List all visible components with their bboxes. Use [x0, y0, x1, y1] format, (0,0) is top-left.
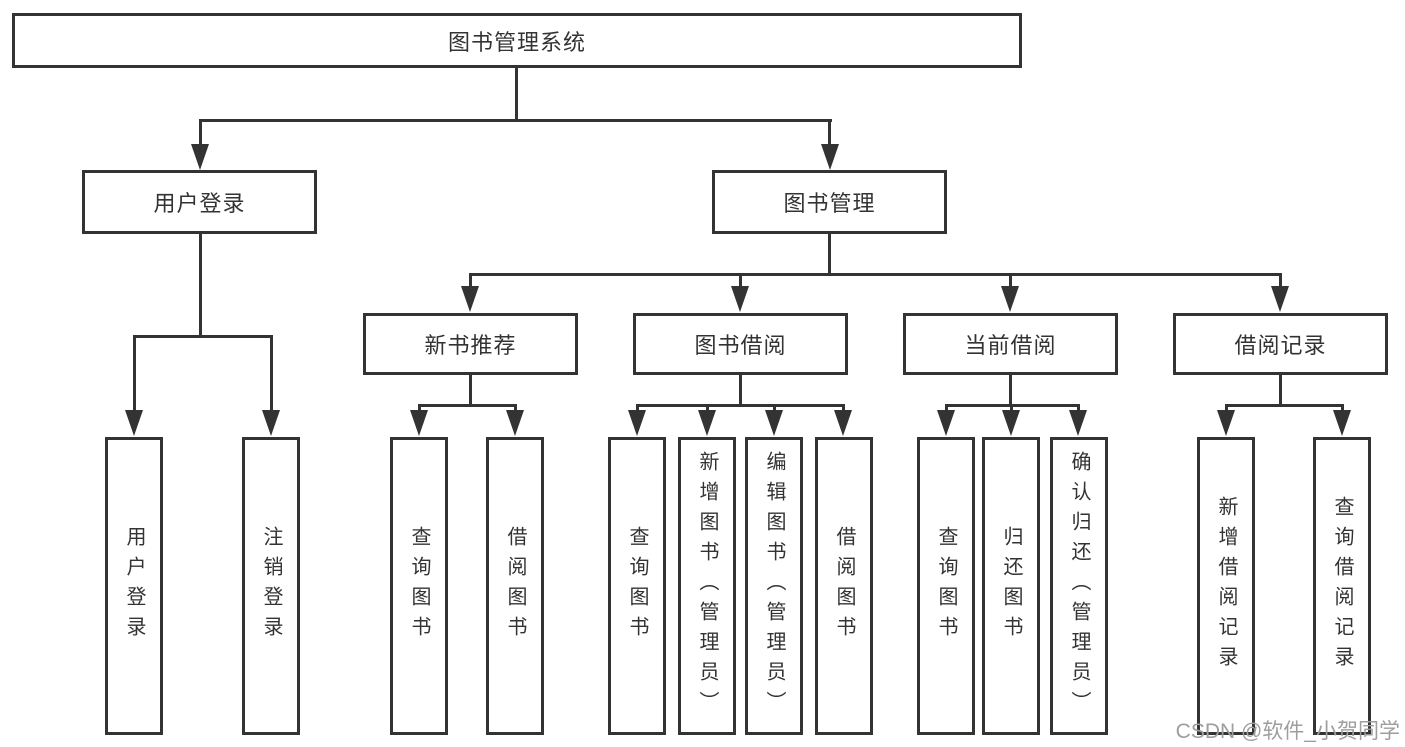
connector-line: [1077, 404, 1080, 413]
connector-line: [1010, 404, 1013, 413]
arrowhead-down: [698, 410, 716, 436]
connector-line: [418, 404, 517, 407]
connector-line: [270, 335, 273, 413]
arrowhead-down: [1002, 410, 1020, 436]
leaf-cb-query-book-label: 查询图书: [935, 526, 957, 646]
connector-line: [469, 273, 472, 289]
leaf-rec-borrow-book-label: 借阅图书: [504, 526, 526, 646]
leaf-br-query-record-label: 查询借阅记录: [1331, 496, 1353, 676]
arrowhead-down: [628, 410, 646, 436]
connector-line: [199, 119, 832, 122]
arrowhead-down: [834, 410, 852, 436]
leaf-cb-query-book: 查询图书: [917, 437, 975, 735]
arrowhead-down: [1069, 410, 1087, 436]
arrowhead-down: [1271, 286, 1289, 312]
node-root-label: 图书管理系统: [447, 29, 586, 55]
leaf-user-login: 用户登录: [105, 437, 163, 735]
leaf-cb-return-book-label: 归还图书: [1000, 526, 1022, 646]
leaf-br-query-record: 查询借阅记录: [1313, 437, 1371, 735]
node-user-login-label: 用户登录: [153, 191, 246, 216]
connector-line: [514, 404, 517, 413]
node-root: 图书管理系统: [12, 13, 1022, 68]
arrowhead-down: [506, 410, 524, 436]
csdn-watermark: CSDN @软件_小贺同学: [1175, 720, 1400, 743]
leaf-logout: 注销登录: [242, 437, 300, 735]
node-current-borrow-label: 当前借阅: [964, 333, 1057, 358]
arrowhead-down: [937, 410, 955, 436]
leaf-cb-return-book: 归还图书: [982, 437, 1040, 735]
connector-line: [773, 404, 776, 413]
node-borrow-records: 借阅记录: [1173, 313, 1388, 375]
arrowhead-down: [410, 410, 428, 436]
connector-line: [515, 68, 518, 121]
connector-line: [199, 119, 202, 147]
connector-line: [739, 375, 742, 407]
node-user-login: 用户登录: [82, 170, 317, 234]
connector-line: [469, 273, 1282, 276]
leaf-bb-query-book-label: 查询图书: [626, 526, 648, 646]
node-book-borrow: 图书借阅: [633, 313, 848, 375]
connector-line: [1009, 273, 1012, 289]
arrowhead-down: [461, 286, 479, 312]
connector-line: [133, 335, 136, 413]
leaf-rec-borrow-book: 借阅图书: [486, 437, 544, 735]
arrowhead-down: [765, 410, 783, 436]
arrowhead-down: [125, 410, 143, 436]
arrowhead-down: [1217, 410, 1235, 436]
connector-line: [418, 404, 421, 413]
node-new-book-rec: 新书推荐: [363, 313, 578, 375]
node-new-book-rec-label: 新书推荐: [424, 333, 517, 358]
connector-line: [1279, 273, 1282, 289]
leaf-bb-borrow-book-label: 借阅图书: [833, 526, 855, 646]
connector-line: [1225, 404, 1344, 407]
leaf-bb-borrow-book: 借阅图书: [815, 437, 873, 735]
leaf-rec-query-book: 查询图书: [390, 437, 448, 735]
leaf-br-add-record: 新增借阅记录: [1197, 437, 1255, 735]
connector-line: [739, 273, 742, 289]
connector-line: [636, 404, 639, 413]
arrowhead-down: [1333, 410, 1351, 436]
node-book-borrow-label: 图书借阅: [694, 333, 787, 358]
leaf-bb-add-book-label: 新增图书（管理员）: [696, 451, 718, 721]
connector-line: [636, 404, 845, 407]
leaf-bb-edit-book-label: 编辑图书（管理员）: [763, 451, 785, 721]
leaf-rec-query-book-label: 查询图书: [408, 526, 430, 646]
node-current-borrow: 当前借阅: [903, 313, 1118, 375]
leaf-cb-confirm-return-label: 确认归还（管理员）: [1068, 451, 1090, 721]
connector-line: [842, 404, 845, 413]
node-borrow-records-label: 借阅记录: [1234, 333, 1327, 358]
leaf-br-add-record-label: 新增借阅记录: [1215, 496, 1237, 676]
arrowhead-down: [821, 144, 839, 170]
leaf-bb-add-book: 新增图书（管理员）: [678, 437, 736, 735]
node-book-mgmt-label: 图书管理: [783, 191, 876, 216]
connector-line: [828, 234, 831, 276]
connector-line: [133, 335, 273, 338]
connector-line: [1225, 404, 1228, 413]
arrowhead-down: [731, 286, 749, 312]
leaf-bb-query-book: 查询图书: [608, 437, 666, 735]
node-book-mgmt: 图书管理: [712, 170, 947, 234]
arrowhead-down: [1001, 286, 1019, 312]
connector-line: [945, 404, 948, 413]
connector-line: [469, 375, 472, 407]
arrowhead-down: [191, 144, 209, 170]
arrowhead-down: [262, 410, 280, 436]
connector-line: [199, 234, 202, 338]
connector-line: [706, 404, 709, 413]
connector-line: [828, 119, 831, 147]
connector-line: [1009, 375, 1012, 407]
connector-line: [1341, 404, 1344, 413]
leaf-cb-confirm-return: 确认归还（管理员）: [1050, 437, 1108, 735]
leaf-user-login-label: 用户登录: [123, 526, 145, 646]
connector-line: [1279, 375, 1282, 407]
leaf-logout-label: 注销登录: [260, 526, 282, 646]
leaf-bb-edit-book: 编辑图书（管理员）: [745, 437, 803, 735]
